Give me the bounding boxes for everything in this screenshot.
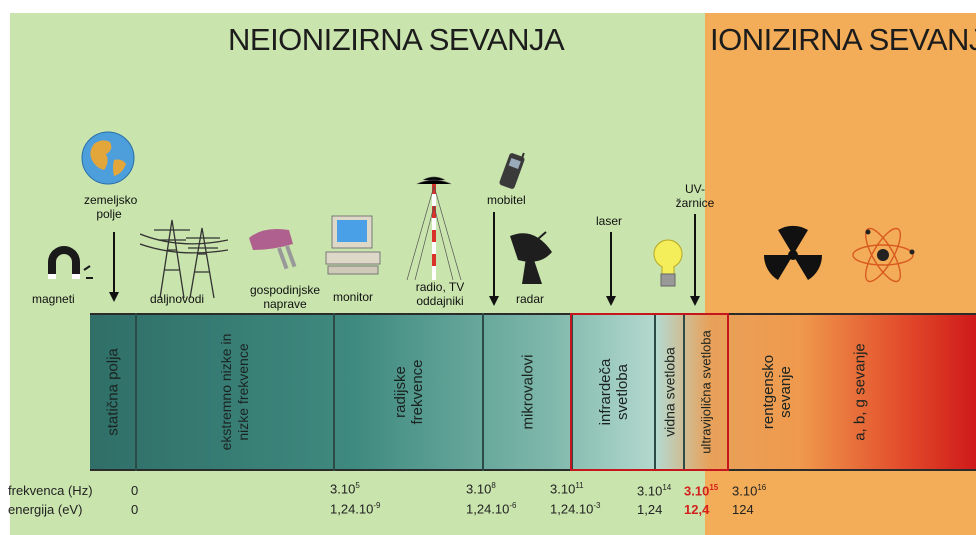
label-monitor: monitor	[333, 290, 374, 304]
label-laser: laser	[596, 214, 623, 228]
row-label-frekvenca: frekvenca (Hz)	[8, 483, 93, 498]
globe-icon	[81, 131, 135, 185]
divider	[333, 313, 335, 471]
label-uv-zarnice: UV- žarnice	[675, 182, 715, 210]
optical-highlight-box	[570, 313, 729, 471]
band-label: rentgensko sevanje	[760, 354, 794, 430]
computer-icon	[325, 215, 381, 275]
label-zemeljsko-polje: zemeljsko polje	[84, 193, 138, 221]
spectrum-bar	[90, 313, 976, 471]
row-label-energija: energija (eV)	[8, 502, 83, 517]
label-radio-tv: radio, TV oddajniki	[415, 280, 465, 308]
energy-value-highlight: 12,4	[684, 502, 710, 517]
band-label: mikrovalovi	[519, 354, 536, 430]
freq-value: 3.105	[330, 481, 360, 497]
radiation-symbol-icon	[763, 225, 823, 280]
arrow-zemeljsko	[113, 232, 115, 292]
antenna-tower-icon	[406, 176, 462, 281]
energy-value: 1,24.10-9	[330, 501, 381, 517]
spectrum-top-line	[90, 313, 976, 315]
band-staticna-polja: statična polja	[90, 315, 135, 469]
band-ekstremno-nizke: ekstremno nizke in nizke frekvence	[137, 315, 333, 469]
arrow-mobitel	[493, 212, 495, 296]
divider	[683, 313, 685, 471]
arrow-head-zemeljsko	[109, 292, 119, 302]
energy-value: 1,24.10-3	[550, 501, 601, 517]
ionizing-heading: IONIZIRNA SEVANJA	[710, 22, 976, 57]
arrow-head-mobitel	[489, 296, 499, 306]
mobile-phone-icon	[499, 152, 525, 189]
light-bulb-icon	[653, 239, 683, 287]
freq-value: 0	[131, 483, 139, 498]
mixer-icon	[249, 229, 297, 270]
label-daljnovodi: daljnovodi	[150, 292, 205, 306]
arrow-uv	[694, 214, 696, 296]
band-label: a, b, g sevanje	[851, 343, 869, 441]
band-abg: a, b, g sevanje	[830, 315, 890, 469]
energy-value: 0	[131, 502, 139, 517]
energy-value: 1,24.10-6	[466, 501, 517, 517]
arrow-head-uv	[690, 296, 700, 306]
label-gospodinjske-naprave: gospodinjske naprave	[249, 283, 321, 311]
band-mikrovalovi: mikrovalovi	[484, 315, 571, 469]
divider	[654, 313, 656, 471]
band-radijske: radijske frekvence	[335, 315, 482, 469]
non-ionizing-heading: NEIONIZIRNA SEVANJA	[228, 22, 565, 57]
divider	[135, 313, 137, 471]
magnet-icon	[48, 246, 93, 279]
band-label: statična polja	[104, 348, 121, 436]
band-rentgensko: rentgensko sevanje	[752, 315, 802, 469]
label-radar: radar	[516, 292, 545, 306]
label-magneti: magneti	[32, 292, 75, 306]
band-label: ekstremno nizke in nizke frekvence	[218, 333, 251, 451]
power-line-icon	[140, 219, 228, 299]
divider	[482, 313, 484, 471]
energy-value: 124	[732, 502, 754, 517]
label-mobitel: mobitel	[487, 193, 526, 207]
energy-value: 1,24	[637, 502, 663, 517]
freq-value: 3.108	[466, 481, 496, 497]
freq-value-highlight: 3.1015	[684, 483, 719, 499]
freq-value: 3.1011	[550, 481, 584, 497]
radar-dish-icon	[510, 231, 552, 284]
freq-value: 3.1014	[637, 483, 672, 499]
arrow-head-laser	[606, 296, 616, 306]
freq-value: 3.1016	[732, 483, 767, 499]
atom-icon	[852, 227, 915, 283]
divider	[571, 313, 573, 471]
arrow-laser	[610, 232, 612, 296]
band-label: radijske frekvence	[391, 359, 426, 425]
spectrum-bottom-line	[90, 469, 976, 471]
